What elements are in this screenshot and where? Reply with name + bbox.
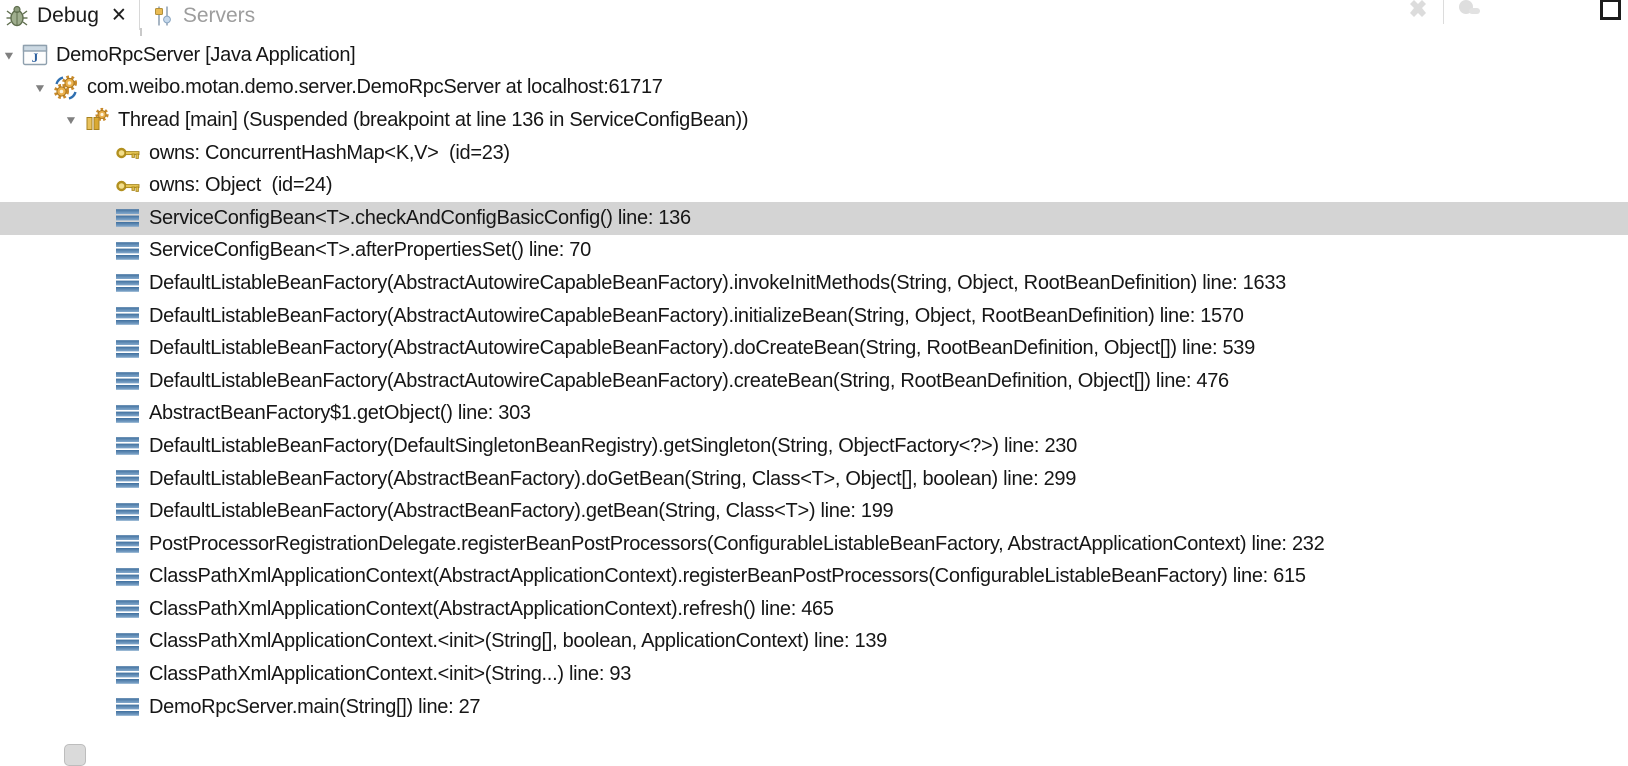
tree-row-label: AbstractBeanFactory$1.getObject() line: … <box>149 402 531 425</box>
stack-frame-icon <box>115 596 141 622</box>
tree-row-label: DefaultListableBeanFactory(AbstractAutow… <box>149 304 1244 327</box>
tree-row-selected[interactable]: ▼ ServiceConfigBean<T>.checkAndConfigBas… <box>0 201 1628 235</box>
tree-row-label: DefaultListableBeanFactory(AbstractAutow… <box>149 337 1255 360</box>
tab-divider <box>138 0 140 30</box>
close-icon[interactable]: ✕ <box>110 4 127 27</box>
tree-row[interactable]: ▼ owns: ConcurrentHashMap<K,V> (id=23) <box>0 137 1628 170</box>
disconnect-icon[interactable] <box>1456 0 1482 22</box>
view-toolbar <box>1405 0 1628 24</box>
tree-row[interactable]: ▼ com.weibo.motan.demo.server.DemoRpcSer… <box>0 72 1628 105</box>
stack-frame-icon <box>115 401 141 427</box>
tree-row-label: PostProcessorRegistrationDelegate.regist… <box>149 532 1325 555</box>
tree-row-label: ServiceConfigBean<T>.afterPropertiesSet(… <box>149 239 591 262</box>
tree-row[interactable]: ▼ DefaultListableBeanFactory(AbstractBea… <box>0 463 1628 496</box>
tree-row[interactable]: ▼ ServiceConfigBean<T>.afterPropertiesSe… <box>0 235 1628 268</box>
toolbar-divider <box>1443 0 1444 24</box>
tree-row[interactable]: ▼ J DemoRpcServer [Java Application] <box>0 39 1628 72</box>
stack-frame-icon <box>115 531 141 557</box>
stack-frame-icon <box>115 662 141 688</box>
stack-frame-icon <box>115 629 141 655</box>
debug-launch-tree: ▼ J DemoRpcServer [Java Application] ▼ c… <box>0 39 1628 723</box>
tree-row[interactable]: ▼ DemoRpcServer.main(String[]) line: 27 <box>0 691 1628 724</box>
stack-frame-icon <box>115 499 141 525</box>
expander-arrow[interactable]: ▼ <box>64 113 78 128</box>
tree-row-label: com.weibo.motan.demo.server.DemoRpcServe… <box>87 76 663 99</box>
tab-debug[interactable]: Debug ✕ <box>0 0 137 31</box>
tree-row-label: DefaultListableBeanFactory(DefaultSingle… <box>149 434 1077 457</box>
tree-row[interactable]: ▼ DefaultListableBeanFactory(AbstractAut… <box>0 267 1628 300</box>
tree-row[interactable]: ▼ PostProcessorRegistrationDelegate.regi… <box>0 528 1628 561</box>
tree-row[interactable]: ▼ owns: Object (id=24) <box>0 169 1628 202</box>
svg-text:J: J <box>32 50 39 65</box>
thread-icon <box>84 107 110 133</box>
tree-row[interactable]: ▼ ClassPathXmlApplicationContext(Abstrac… <box>0 593 1628 626</box>
servers-icon <box>151 4 175 28</box>
tree-row[interactable]: ▼ DefaultListableBeanFactory(DefaultSing… <box>0 430 1628 463</box>
tab-debug-label: Debug <box>37 3 99 27</box>
tree-row-label: DemoRpcServer.main(String[]) line: 27 <box>149 695 481 718</box>
tab-separator-tick <box>140 28 142 36</box>
tree-row-label: ClassPathXmlApplicationContext.<init>(St… <box>149 663 632 686</box>
stack-frame-icon <box>115 564 141 590</box>
stack-frame-icon <box>115 466 141 492</box>
stack-frame-icon <box>115 433 141 459</box>
stack-frame-icon <box>115 238 141 264</box>
remove-all-terminated-icon[interactable] <box>1405 0 1431 22</box>
stack-frame-icon <box>115 368 141 394</box>
tree-row-label: ClassPathXmlApplicationContext(AbstractA… <box>149 565 1306 588</box>
stack-frame-icon <box>115 270 141 296</box>
tab-servers-label: Servers <box>182 3 256 27</box>
tree-row-label: DefaultListableBeanFactory(AbstractBeanF… <box>149 500 894 523</box>
stack-frame-icon <box>115 205 141 231</box>
tree-row[interactable]: ▼ DefaultListableBeanFactory(AbstractAut… <box>0 300 1628 333</box>
expander-arrow[interactable]: ▼ <box>2 48 16 63</box>
stack-frame-icon <box>115 336 141 362</box>
debug-view-tabbar: Debug ✕ Servers <box>0 0 1628 38</box>
tree-row-label: ServiceConfigBean<T>.checkAndConfigBasic… <box>149 206 691 229</box>
maximize-icon[interactable] <box>1600 0 1621 20</box>
java-application-icon: J <box>22 42 48 68</box>
expander-arrow[interactable]: ▼ <box>33 81 47 95</box>
tree-row-label: ClassPathXmlApplicationContext.<init>(St… <box>149 630 887 653</box>
tree-row[interactable]: ▼ ClassPathXmlApplicationContext.<init>(… <box>0 658 1628 691</box>
partial-row-icon <box>64 744 86 766</box>
stack-frame-icon <box>115 303 141 329</box>
tree-row[interactable]: ▼ DefaultListableBeanFactory(AbstractBea… <box>0 495 1628 528</box>
tree-row[interactable]: ▼ AbstractBeanFactory$1.getObject() line… <box>0 398 1628 431</box>
jvm-icon <box>53 75 79 101</box>
tree-row-label: DefaultListableBeanFactory(AbstractAutow… <box>149 271 1286 294</box>
tree-row-label: owns: Object (id=24) <box>149 174 333 197</box>
tree-row[interactable]: ▼ ClassPathXmlApplicationContext(Abstrac… <box>0 561 1628 594</box>
tree-row[interactable]: ▼ Thread [main] (Suspended (breakpoint a… <box>0 104 1628 137</box>
tree-row-label: DefaultListableBeanFactory(AbstractAutow… <box>149 369 1229 392</box>
tree-row-label: Thread [main] (Suspended (breakpoint at … <box>118 108 749 131</box>
monitor-key-icon <box>115 140 141 166</box>
tab-servers[interactable]: Servers <box>146 0 265 31</box>
tree-row-label: ClassPathXmlApplicationContext(AbstractA… <box>149 597 834 620</box>
monitor-key-icon <box>115 173 141 199</box>
tree-row[interactable]: ▼ ClassPathXmlApplicationContext.<init>(… <box>0 626 1628 659</box>
bug-icon <box>5 4 29 28</box>
tree-row-label: DemoRpcServer [Java Application] <box>56 43 356 66</box>
tree-row[interactable]: ▼ DefaultListableBeanFactory(AbstractAut… <box>0 332 1628 365</box>
tree-row[interactable]: ▼ DefaultListableBeanFactory(AbstractAut… <box>0 365 1628 398</box>
tree-row-label: DefaultListableBeanFactory(AbstractBeanF… <box>149 467 1077 490</box>
stack-frame-icon <box>115 694 141 720</box>
tree-row-label: owns: ConcurrentHashMap<K,V> (id=23) <box>149 141 510 164</box>
